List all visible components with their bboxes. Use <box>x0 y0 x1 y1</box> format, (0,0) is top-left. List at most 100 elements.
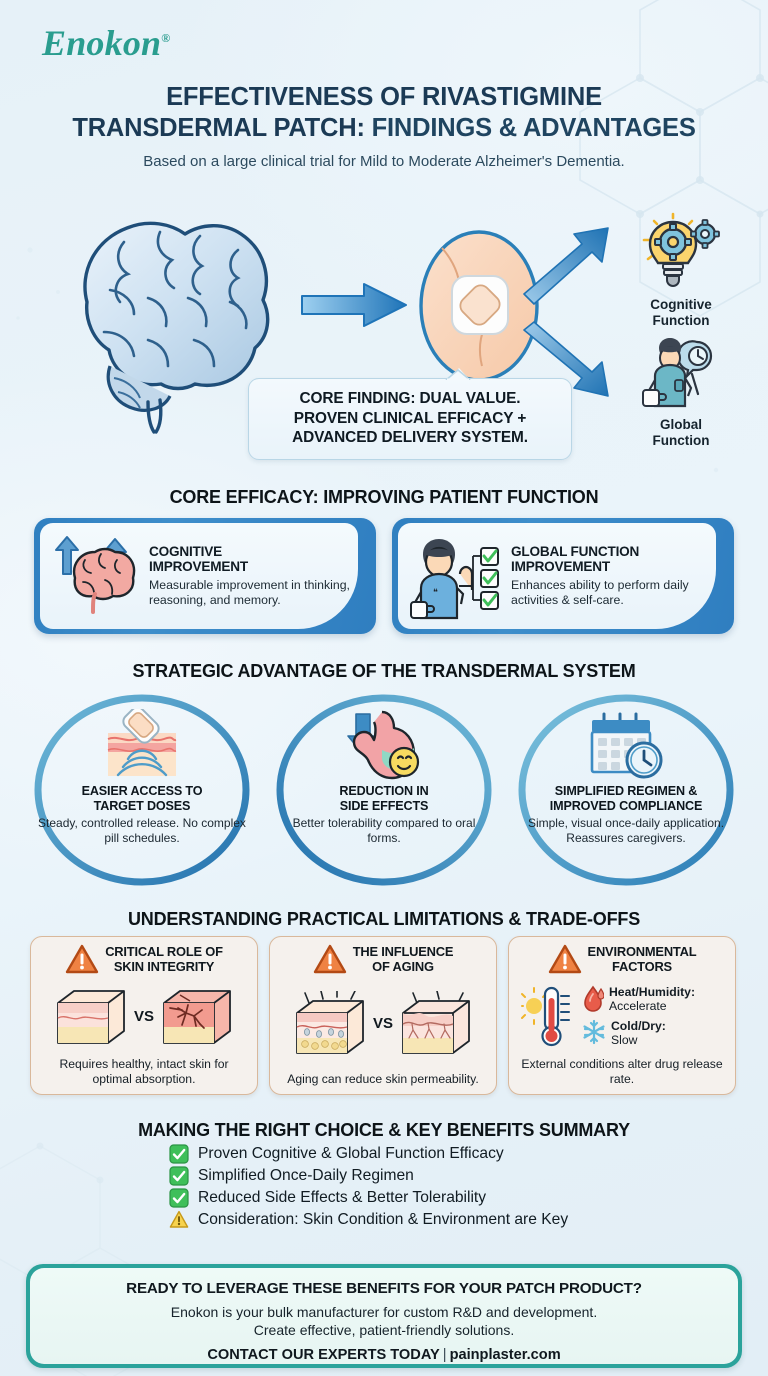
outcome-cognitive-label: Cognitive Function <box>618 297 744 329</box>
limitation-card-skin-integrity-title-line2: SKIN INTEGRITY <box>113 958 215 974</box>
page-subtitle: Based on a large clinical trial for Mild… <box>143 153 625 171</box>
limitation-card-environmental-title: ENVIRONMENTAL FACTORS <box>588 944 697 975</box>
sun-thermometer-icon <box>521 987 570 1047</box>
summary-list-item-text: Consideration: Skin Condition & Environm… <box>198 1210 569 1228</box>
person-checklist-icon: ❝ <box>410 539 499 620</box>
limitation-card-environmental-title-line2: FACTORS <box>612 958 672 974</box>
callout-line-3: ADVANCED DELIVERY SYSTEM. <box>292 429 528 447</box>
strategic-item-compliance-title-line2: IMPROVED COMPLIANCE <box>549 799 703 814</box>
summary-list-item: Simplified Once-Daily Regimen <box>169 1166 599 1186</box>
limitation-card-skin-integrity-title-line1: CRITICAL ROLE OF <box>105 943 223 959</box>
footer-body-line-2: Create effective, patient-friendly solut… <box>253 1322 515 1339</box>
callout-pointer-icon <box>445 369 471 380</box>
env-row-cold-label: Cold/Dry: <box>611 1018 666 1033</box>
patch-on-skin-illustration-icon <box>419 230 539 382</box>
strategic-advantage-section: EASIER ACCESS TO TARGET DOSES Steady, co… <box>0 686 768 901</box>
strategic-item-compliance-title: SIMPLIFIED REGIMEN & IMPROVED COMPLIANCE <box>522 784 730 814</box>
flow-arrow-right-icon <box>301 283 407 327</box>
warning-triangle-icon <box>169 1210 189 1229</box>
healthy-skin-block-icon <box>57 990 125 1045</box>
efficacy-card-global: ❝ <box>392 518 734 634</box>
summary-section-heading: MAKING THE RIGHT CHOICE & KEY BENEFITS S… <box>138 1120 630 1140</box>
stomach-smiley-icon <box>347 710 420 780</box>
strategic-item-access-title-line2: TARGET DOSES <box>93 799 191 814</box>
efficacy-card-global-title-line1: GLOBAL FUNCTION <box>511 543 640 559</box>
efficacy-card-global-title: GLOBAL FUNCTION IMPROVEMENT <box>511 544 710 576</box>
check-badge-icon <box>169 1166 189 1186</box>
summary-list-item: Proven Cognitive & Global Function Effic… <box>169 1144 599 1164</box>
aged-skin-block-icon <box>402 990 470 1054</box>
callout-line-2: PROVEN CLINICAL EFFICACY + <box>293 409 527 427</box>
env-row-heat: Heat/Humidity: Accelerate <box>582 985 695 1014</box>
person-clock-icon <box>642 338 713 408</box>
limitation-card-aging: THE INFLUENCE OF AGING <box>269 936 497 1095</box>
lightbulb-gear-icon <box>642 212 720 287</box>
outcome-cognitive-label-line2: Function <box>652 313 710 329</box>
page-title: EFFECTIVENESS OF RIVASTIGMINE TRANSDERMA… <box>0 82 768 144</box>
page-title-block: EFFECTIVENESS OF RIVASTIGMINE TRANSDERMA… <box>0 82 768 170</box>
outcome-global-label-line1: Global <box>659 417 702 432</box>
warning-triangle-icon <box>548 944 581 974</box>
limitation-card-environmental: ENVIRONMENTAL FACTORS <box>508 936 736 1095</box>
efficacy-card-cognitive: COGNITIVE IMPROVEMENT Measurable improve… <box>34 518 376 634</box>
warning-triangle-icon <box>66 944 99 974</box>
strategic-item-compliance-title-line1: SIMPLIFIED REGIMEN & <box>554 784 698 798</box>
brain-illustration-icon <box>83 221 270 434</box>
summary-list: Proven Cognitive & Global Function Effic… <box>0 1144 768 1231</box>
calendar-clock-icon <box>590 712 663 779</box>
brand-logo: Enokon® <box>42 22 170 64</box>
website-link[interactable]: painplaster.com <box>449 1347 561 1364</box>
efficacy-card-cognitive-title-line2: IMPROVEMENT <box>149 559 249 575</box>
vs-label-skin: VS <box>133 1007 154 1025</box>
title-line-1: EFFECTIVENESS OF RIVASTIGMINE <box>166 83 602 111</box>
strategic-item-compliance-desc: Simple, visual once-daily application. R… <box>527 816 725 846</box>
limitation-card-aging-title: THE INFLUENCE OF AGING <box>352 943 454 975</box>
footer-body: Enokon is your bulk manufacturer for cus… <box>44 1303 724 1339</box>
strategic-item-side-effects: REDUCTION IN SIDE EFFECTS Better tolerab… <box>280 708 488 846</box>
outcome-cognitive-label-line1: Cognitive <box>650 297 712 312</box>
title-line-2: TRANSDERMAL PATCH: FINDINGS & ADVANTAGES <box>0 113 768 144</box>
summary-list-item-text: Proven Cognitive & Global Function Effic… <box>198 1145 504 1162</box>
trademark-symbol: ® <box>161 31 171 45</box>
footer-headline: READY TO LEVERAGE THESE BENEFITS FOR YOU… <box>126 1280 642 1297</box>
check-badge-icon <box>169 1144 189 1164</box>
summary-list-item: Consideration: Skin Condition & Environm… <box>169 1210 599 1229</box>
limitation-card-aging-desc: Aging can reduce skin permeability. <box>287 1072 479 1087</box>
s-curve-connector-graphic <box>34 694 734 886</box>
brain-arrows-up-icon <box>55 536 136 614</box>
efficacy-card-global-title-line2: IMPROVEMENT <box>511 559 611 575</box>
outcome-cognitive-function: Cognitive Function <box>618 212 744 329</box>
snowflake-icon <box>583 1019 605 1044</box>
brand-name: Enokon <box>42 23 162 63</box>
damaged-skin-block-icon <box>163 990 231 1045</box>
limitation-card-aging-title-line2: OF AGING <box>372 958 434 974</box>
efficacy-card-cognitive-title: COGNITIVE IMPROVEMENT <box>149 544 352 576</box>
summary-list-item: Reduced Side Effects & Better Tolerabili… <box>169 1188 599 1208</box>
core-finding-callout: CORE FINDING: DUAL VALUE. PROVEN CLINICA… <box>248 369 572 461</box>
summary-list-item-text: Reduced Side Effects & Better Tolerabili… <box>198 1189 487 1206</box>
env-row-cold-value: Slow <box>611 1033 638 1048</box>
limitation-card-aging-title-line1: THE INFLUENCE <box>352 943 454 959</box>
strategic-item-compliance: SIMPLIFIED REGIMEN & IMPROVED COMPLIANCE… <box>522 708 730 846</box>
warning-triangle-icon <box>313 944 346 974</box>
patch-on-skin-icon <box>107 709 177 777</box>
contact-cta-label[interactable]: CONTACT OUR EXPERTS TODAY <box>207 1347 440 1364</box>
footer-divider: | <box>442 1347 447 1364</box>
limitations-card-row: CRITICAL ROLE OF SKIN INTEGRITY VS <box>30 936 738 1095</box>
vs-label-aging: VS <box>372 1015 393 1033</box>
strategic-item-side-effects-title: REDUCTION IN SIDE EFFECTS <box>280 784 488 814</box>
callout-line-1: CORE FINDING: DUAL VALUE. <box>299 390 521 407</box>
young-skin-block-icon <box>296 990 364 1054</box>
strategic-item-access-desc: Steady, controlled release. No complex p… <box>38 816 246 846</box>
outcome-global-label-line2: Function <box>652 433 710 449</box>
strategic-item-access-title-line1: EASIER ACCESS TO <box>81 784 203 798</box>
env-row-heat-label: Heat/Humidity: <box>609 984 695 999</box>
limitations-section-heading: UNDERSTANDING PRACTICAL LIMITATIONS & TR… <box>127 909 641 929</box>
strategic-item-side-effects-title-line2: SIDE EFFECTS <box>339 799 429 814</box>
title-line-2-rest: FINDINGS & ADVANTAGES <box>364 114 696 143</box>
limitation-card-environmental-desc: External conditions alter drug release r… <box>521 1057 723 1087</box>
env-row-heat-value: Accelerate <box>609 999 667 1014</box>
strategic-section-heading: STRATEGIC ADVANTAGE OF THE TRANSDERMAL S… <box>132 661 636 681</box>
footer-cta-panel: READY TO LEVERAGE THESE BENEFITS FOR YOU… <box>26 1264 742 1368</box>
efficacy-section-heading: CORE EFFICACY: IMPROVING PATIENT FUNCTIO… <box>169 487 599 507</box>
